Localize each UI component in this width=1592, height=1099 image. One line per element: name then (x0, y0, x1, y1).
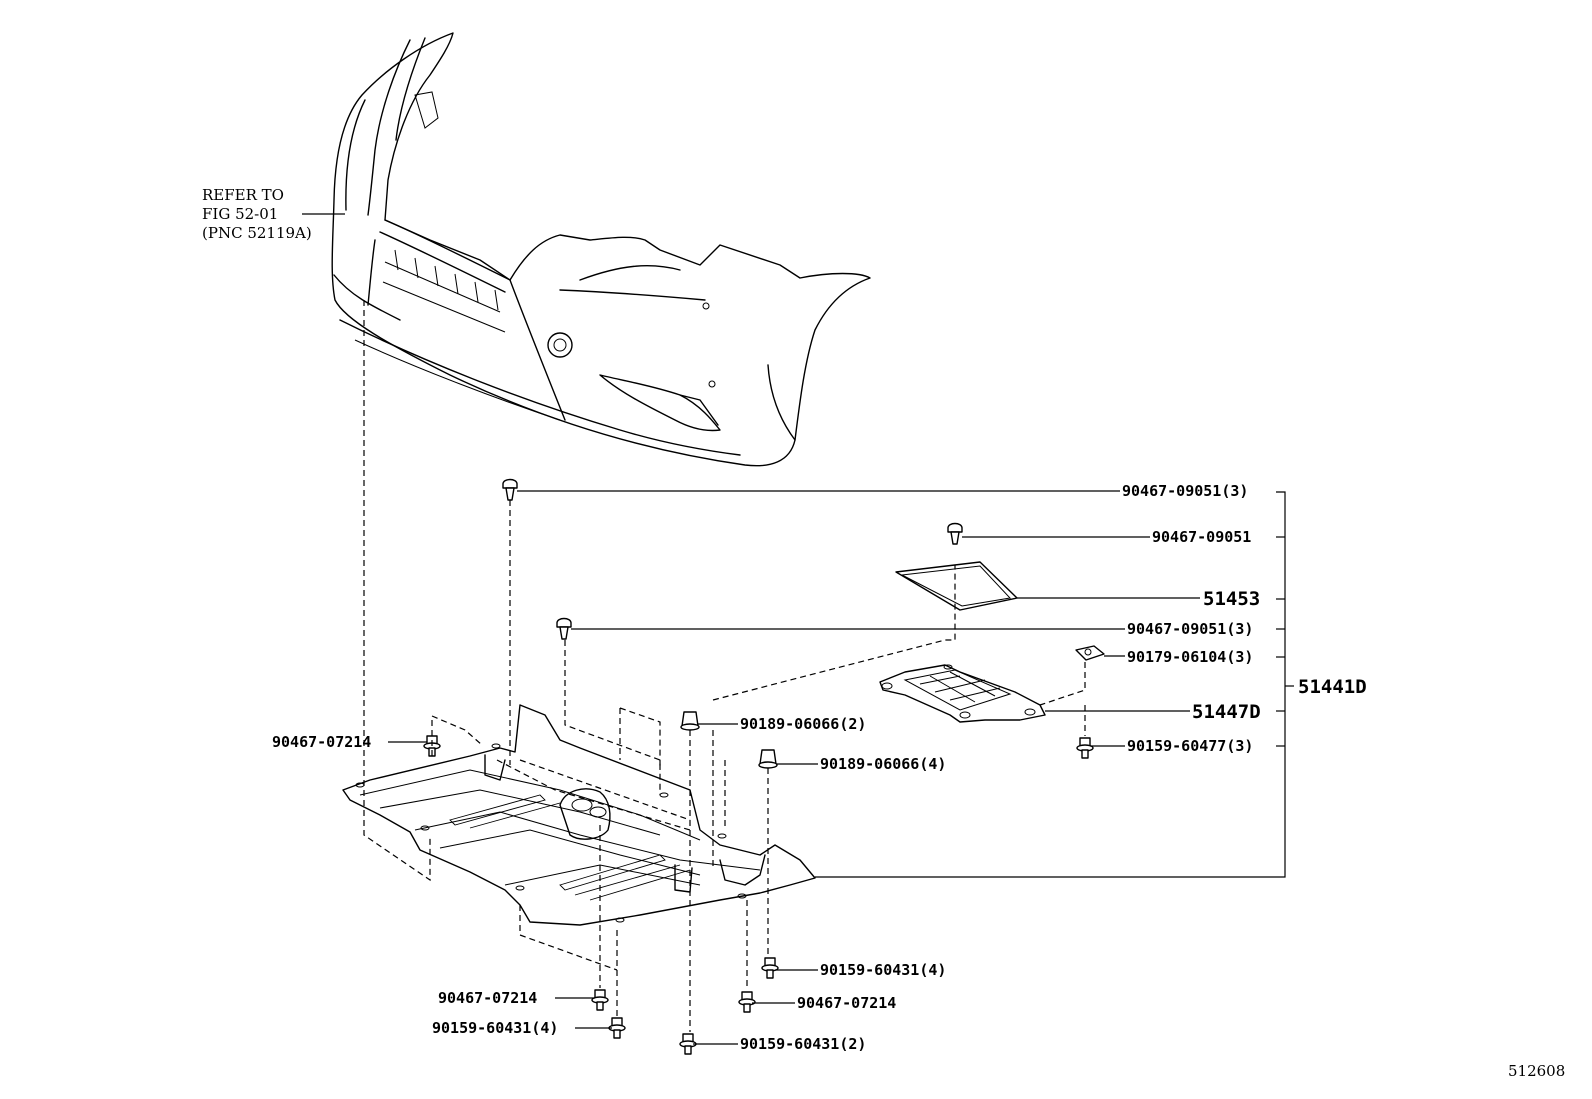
clip-icon (502, 478, 518, 501)
bolt-icon (761, 957, 779, 979)
reference-line-2: FIG 52-01 (202, 205, 278, 223)
front-bumper-drawing (331, 32, 871, 467)
reference-line-3: (PNC 52119A) (202, 224, 312, 242)
label-90467-09051-mid: 90467-09051(3) (1127, 620, 1253, 638)
assembly-lines (363, 300, 1086, 1032)
label-51447D: 51447D (1192, 701, 1261, 723)
label-90159-60431-4-right: 90159-60431(4) (820, 961, 946, 979)
label-90179-06104: 90179-06104(3) (1127, 648, 1253, 666)
label-90189-06066-2: 90189-06066(2) (740, 715, 866, 733)
label-90467-07214-bottom-right: 90467-07214 (797, 994, 896, 1012)
nut-icon (1075, 645, 1105, 661)
clip-icon (556, 617, 572, 640)
bolt-icon (738, 991, 756, 1013)
label-51453: 51453 (1203, 588, 1260, 610)
reference-line-1: REFER TO (202, 186, 284, 204)
label-90467-09051-single: 90467-09051 (1152, 528, 1251, 546)
bolt-icon (591, 989, 609, 1011)
label-51441D: 51441D (1298, 676, 1367, 698)
pad-51453-drawing (895, 561, 1018, 611)
label-90467-07214-bottom-left: 90467-07214 (438, 989, 537, 1007)
label-90159-60431-4-left: 90159-60431(4) (432, 1019, 558, 1037)
reference-note: REFER TO FIG 52-01 (PNC 52119A) (202, 186, 345, 242)
label-90159-60431-2: 90159-60431(2) (740, 1035, 866, 1053)
clip-icon (947, 522, 963, 545)
label-90159-60477: 90159-60477(3) (1127, 737, 1253, 755)
fasteners (423, 478, 1105, 1055)
group-bracket-51441D (815, 491, 1286, 878)
label-90189-06066-4: 90189-06066(4) (820, 755, 946, 773)
label-90467-09051-top: 90467-09051(3) (1122, 482, 1248, 500)
nut-clip-icon (680, 711, 700, 731)
engine-under-cover-drawing (342, 704, 816, 926)
label-90467-07214-left: 90467-07214 (272, 733, 371, 751)
bolt-icon (608, 1017, 626, 1039)
bracket-51447D-drawing (879, 664, 1046, 723)
figure-id: 512608 (1508, 1062, 1565, 1080)
nut-clip-icon (758, 749, 778, 769)
bolt-icon (1076, 737, 1094, 759)
callouts: 90467-09051(3) 90467-09051 51453 90467-0… (272, 482, 1367, 1053)
